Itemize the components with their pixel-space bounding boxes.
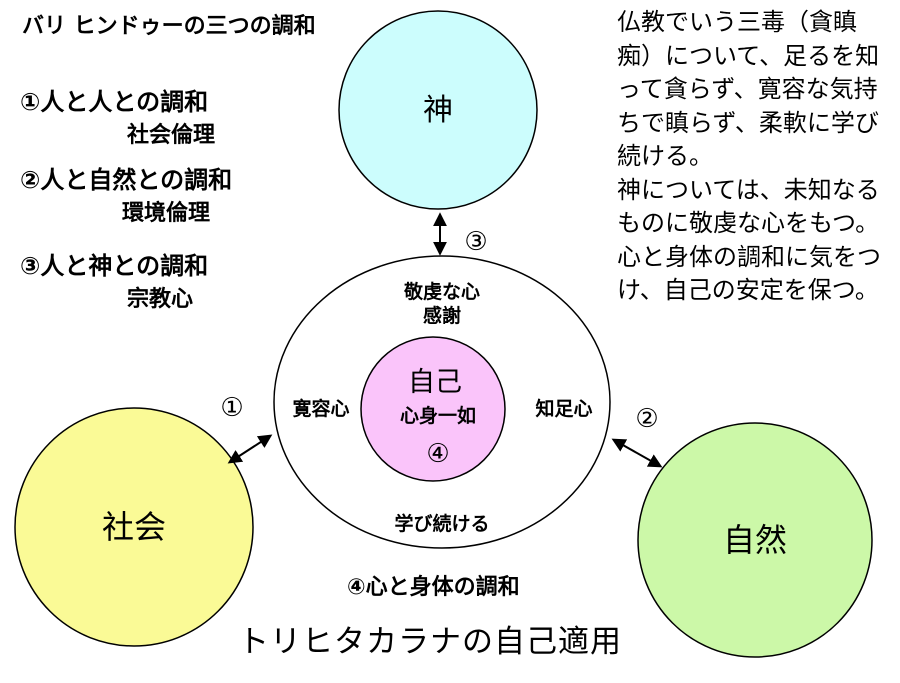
harmony-1-label: ①人と人との調和	[20, 88, 209, 116]
harmony-2-ethic: 環境倫理	[122, 201, 211, 226]
harmony-3-ethic: 宗教心	[127, 287, 194, 312]
society-label: 社会	[102, 508, 166, 546]
harmony-1-ethic: 社会倫理	[127, 123, 216, 148]
diagram-title: バリ ヒンドゥーの三つの調和	[22, 14, 316, 39]
harmony-4-label: ④心と身体の調和	[347, 575, 520, 600]
arrow-nature-self	[611, 438, 663, 468]
self-sublabel: 心身一如	[400, 404, 476, 427]
nature-label: 自然	[723, 521, 787, 559]
footer-title: トリヒタカラナの自己適用	[238, 624, 622, 660]
ring-right-virtue: 知足心	[535, 397, 592, 420]
harmony-3-label: ③人と神との調和	[20, 252, 209, 280]
ring-bottom-virtue: 学び続ける	[394, 512, 489, 535]
arrow-society-self	[227, 434, 273, 464]
arrow-number-3: ③	[464, 227, 487, 257]
ring-left-virtue: 寛容心	[292, 397, 349, 420]
arrow-number-2: ②	[635, 404, 658, 434]
self-circle	[360, 336, 506, 482]
self-label: 自己	[408, 367, 462, 398]
god-label: 神	[423, 93, 453, 128]
explanation-paragraph-2: 神については、未知なるものに敬虔な心をもつ。心と身体の調和に気をつけ、自己の安定…	[617, 175, 881, 305]
self-number: ④	[426, 439, 449, 469]
arrow-number-1: ①	[220, 393, 243, 423]
nature-circle	[637, 422, 873, 658]
god-circle	[338, 10, 538, 210]
explanation-paragraph-1: 仏教でいう三毒（貪瞋痴）について、足るを知って貪らず、寛容な気持ちで瞋らず、柔軟…	[617, 8, 880, 170]
ring-top-line1: 敬虔な心	[403, 280, 480, 303]
ring-top-line2: 感謝	[423, 304, 461, 327]
harmony-2-label: ②人と自然との調和	[20, 166, 233, 194]
explanation-text: 仏教でいう三毒（貪瞋痴）について、足るを知って貪らず、寛容な気持ちで瞋らず、柔軟…	[617, 6, 887, 308]
society-circle	[14, 407, 254, 647]
